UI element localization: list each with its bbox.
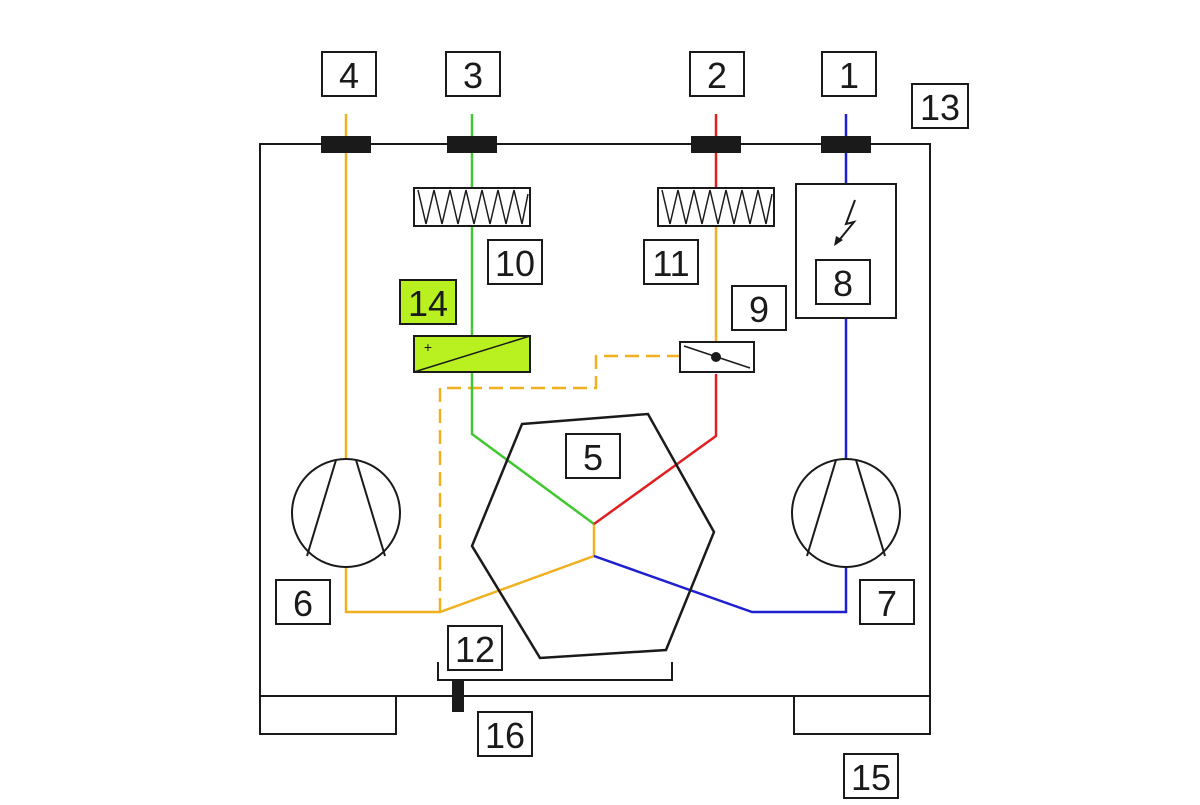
extract-air-line-bottom: [593, 554, 848, 614]
fan-icon: [791, 458, 901, 568]
svg-text:11: 11: [652, 243, 689, 284]
outdoor-air-line-lower: [470, 372, 595, 526]
control-box: [795, 183, 897, 319]
svg-text:12: 12: [455, 629, 495, 670]
condensate-tray: [437, 662, 673, 681]
svg-text:2: 2: [707, 55, 727, 96]
duct-connector-1: [821, 136, 871, 153]
label-1: 1: [821, 51, 877, 97]
svg-text:13: 13: [920, 87, 960, 128]
svg-text:7: 7: [877, 583, 897, 624]
heater-icon: +: [413, 335, 531, 373]
label-10: 10: [487, 239, 543, 285]
heater-symbol: +: [424, 339, 432, 355]
duct-connector-2: [691, 136, 741, 153]
fan-icon: [291, 458, 401, 568]
filter-icon: [413, 187, 531, 227]
label-8: 8: [815, 259, 871, 305]
svg-text:5: 5: [583, 437, 603, 478]
filter-icon: [657, 187, 775, 227]
label-12: 12: [447, 625, 503, 671]
label-13: 13: [911, 83, 969, 129]
supply-air-line-lower: [593, 374, 718, 526]
label-2: 2: [689, 51, 745, 97]
label-16: 16: [477, 711, 533, 757]
svg-text:16: 16: [485, 715, 525, 756]
duct-connector-4: [321, 136, 371, 153]
label-15: 15: [843, 753, 899, 799]
svg-text:14: 14: [408, 283, 448, 324]
lightning-icon: [834, 199, 857, 246]
right-foot: [793, 695, 931, 735]
svg-text:15: 15: [851, 757, 891, 798]
svg-text:1: 1: [839, 55, 859, 96]
label-6: 6: [275, 579, 331, 625]
label-11: 11: [643, 239, 699, 285]
left-foot: [259, 695, 397, 735]
svg-text:10: 10: [495, 243, 535, 284]
damper-icon: [679, 341, 755, 373]
bypass-line: [438, 354, 680, 612]
svg-text:9: 9: [749, 289, 769, 330]
label-4: 4: [321, 51, 377, 97]
hexagon-icon: [470, 412, 716, 660]
condensate-drain: [452, 680, 464, 712]
svg-text:8: 8: [833, 263, 853, 304]
svg-text:4: 4: [339, 55, 359, 96]
svg-text:3: 3: [463, 55, 483, 96]
label-14: 14: [399, 279, 457, 325]
label-7: 7: [859, 579, 915, 625]
unit-housing: [259, 143, 931, 697]
label-3: 3: [445, 51, 501, 97]
svg-text:6: 6: [293, 583, 313, 624]
label-5: 5: [565, 433, 621, 479]
duct-connector-3: [447, 136, 497, 153]
label-9: 9: [731, 285, 787, 331]
